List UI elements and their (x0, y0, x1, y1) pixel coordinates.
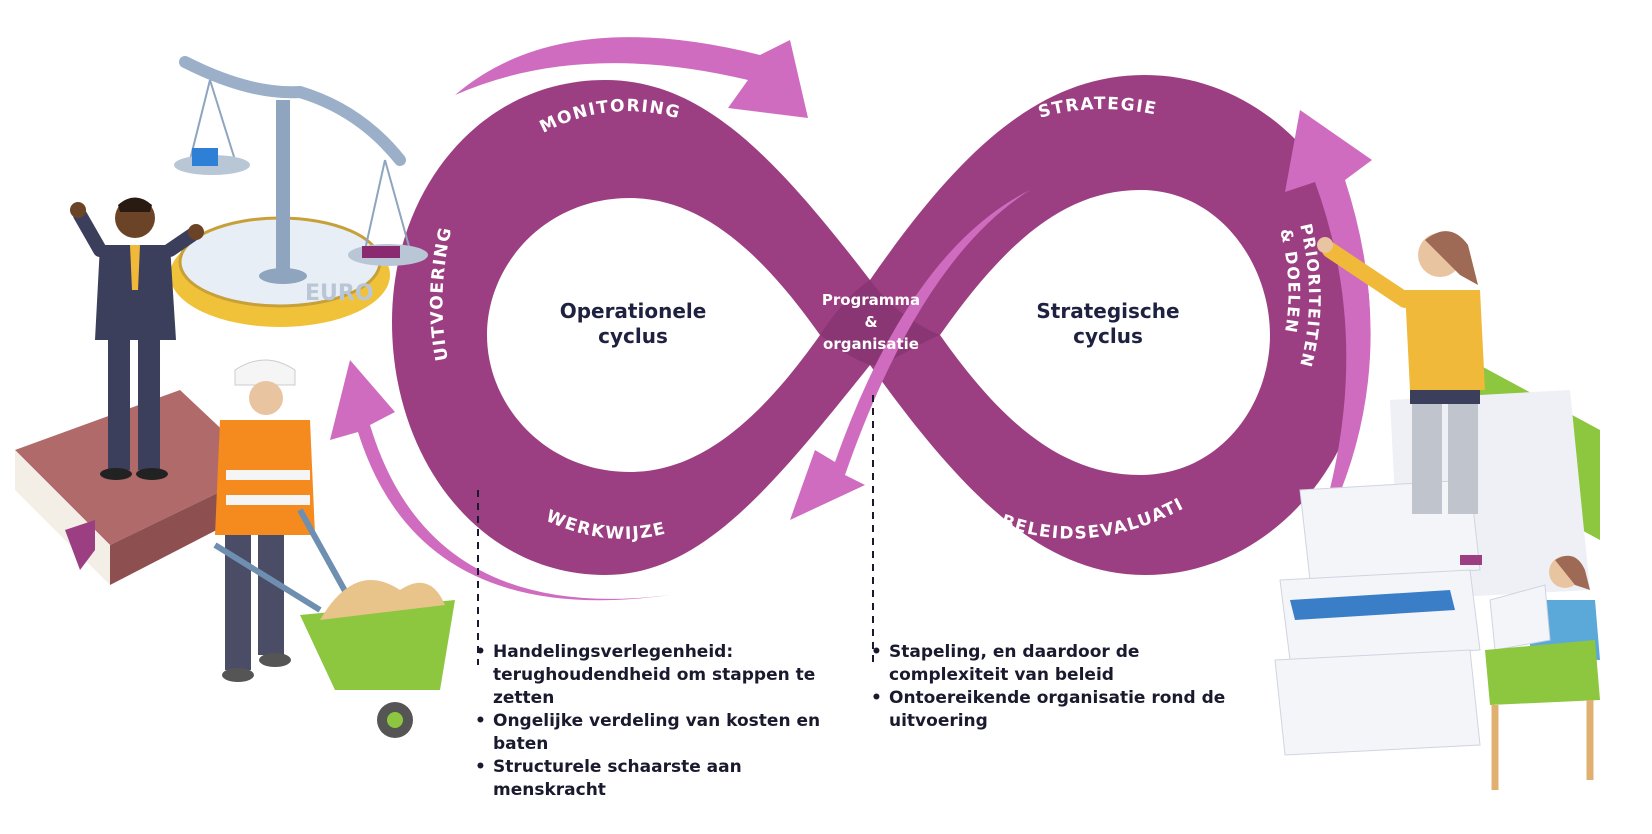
arrow-center-down (790, 190, 1030, 520)
bullet-list-left: Handelingsverlegenheid: terughoudendheid… (473, 641, 833, 802)
arrow-top-left (455, 37, 808, 119)
bullet-list-right: Stapeling, en daardoor de complexiteit v… (869, 641, 1229, 733)
left-cycle-title-line1: Operationele (560, 299, 707, 323)
seated-woman-illustration (1485, 555, 1600, 790)
cycle-arrows (330, 37, 1372, 601)
infinity-loop (392, 75, 1370, 575)
wheelbarrow-illustration (213, 508, 455, 738)
bullet-item: Ongelijke verdeling van kosten en baten (473, 710, 833, 756)
bullet-item: Stapeling, en daardoor de complexiteit v… (869, 641, 1229, 687)
arrow-right-side (1285, 110, 1372, 555)
crossover-shadow (820, 280, 940, 366)
standing-woman-illustration (1317, 231, 1485, 514)
center-label-line2: & (864, 313, 877, 331)
bullet-item: Structurele schaarste aan menskracht (473, 756, 833, 802)
right-cycle-title-line1: Strategische (1036, 299, 1179, 323)
coin-lettering: EURO (305, 281, 374, 306)
right-cycle-title-line2: cyclus (1073, 324, 1143, 348)
bullet-item: Ontoereikende organisatie rond de uitvoe… (869, 687, 1229, 733)
balance-scale-illustration: EURO (170, 56, 428, 327)
center-label-line1: Programma (822, 291, 920, 309)
man-in-suit-illustration (70, 197, 204, 480)
left-cycle-title-line2: cyclus (598, 324, 668, 348)
arrow-bottom-left (330, 360, 670, 601)
worker-illustration (215, 359, 315, 682)
bullet-item: Handelingsverlegenheid: terughoudendheid… (473, 641, 833, 710)
center-label-line3: organisatie (823, 335, 919, 353)
